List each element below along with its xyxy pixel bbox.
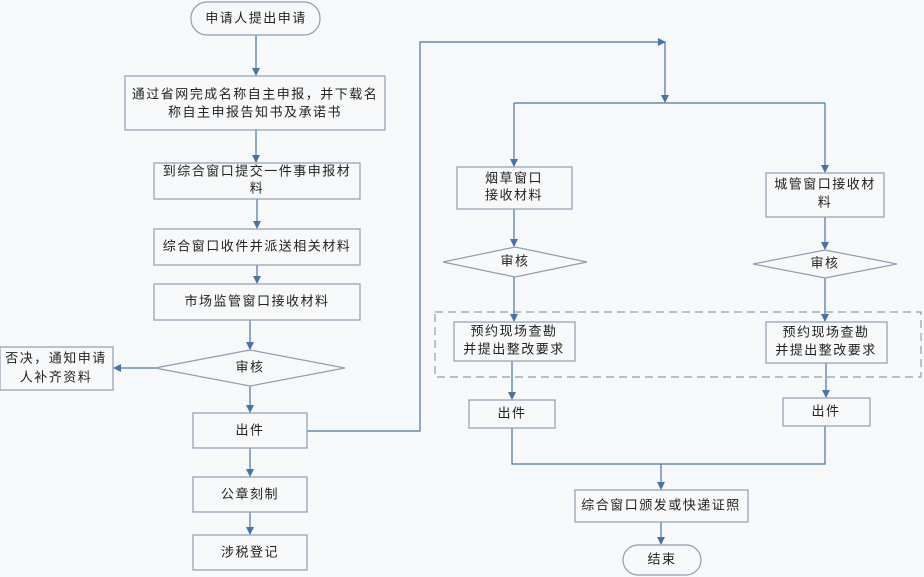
node-label: 综合窗口收件并派送相关材料 <box>163 239 352 255</box>
node-label-line: 人补齐资料 <box>20 370 93 386</box>
node-label: 涉税登记 <box>221 546 279 561</box>
node-label: 市场监管窗口接收材料 <box>184 294 329 310</box>
node-urban-window: 城管窗口接收材 料 <box>765 172 885 218</box>
node-label-line: 并提出整改要求 <box>775 343 877 359</box>
node-label-line: 城管窗口接收材 <box>774 177 876 193</box>
node-submit-materials: 到综合窗口提交一件事申报材 料 <box>153 162 361 200</box>
inspection-group-frame <box>434 311 922 378</box>
node-start-label: 申请人提出申请 <box>205 11 307 27</box>
node-label-line: 通过省网完成名称自主申报，并下载名 <box>132 87 379 103</box>
node-label-line: 预约现场查勘 <box>782 326 869 341</box>
node-issue-urban: 出件 <box>782 397 871 427</box>
node-label-line: 否决，通知申请 <box>5 351 107 367</box>
decision-label: 审核 <box>810 257 839 272</box>
decision-review-urban: 审核 <box>752 249 898 279</box>
node-receive-dispatch: 综合窗口收件并派送相关材料 <box>153 228 361 266</box>
decision-label: 审核 <box>500 255 529 270</box>
node-issue-tobacco: 出件 <box>468 399 556 429</box>
node-label: 出件 <box>811 405 840 420</box>
node-inspect-tobacco: 预约现场查勘 并提出整改要求 <box>453 321 576 362</box>
node-label-line: 称自主申报告知书及承诺书 <box>168 105 342 121</box>
node-tax: 涉税登记 <box>192 534 308 571</box>
node-deliver: 综合窗口颁发或快递证照 <box>574 489 749 523</box>
node-end: 结束 <box>622 544 702 576</box>
node-label: 出件 <box>497 407 526 422</box>
decision-label: 审核 <box>235 361 264 376</box>
node-reject: 否决，通知申请 人补齐资料 <box>0 346 114 391</box>
node-label-line: 料 <box>250 182 265 197</box>
node-label-line: 烟草窗口 <box>485 171 543 187</box>
node-inspect-urban: 预约现场查勘 并提出整改要求 <box>765 321 888 364</box>
node-label-line: 并提出整改要求 <box>463 342 565 358</box>
node-online-declaration: 通过省网完成名称自主申报，并下载名 称自主申报告知书及承诺书 <box>124 75 386 131</box>
node-label-line: 预约现场查勘 <box>470 325 557 340</box>
node-label-line: 接收材料 <box>485 188 543 204</box>
node-issue: 出件 <box>192 412 308 449</box>
connectors <box>113 35 830 545</box>
node-label-line: 到综合窗口提交一件事申报材 <box>163 164 352 180</box>
node-label: 综合窗口颁发或快递证照 <box>581 498 741 514</box>
node-tobacco-window: 烟草窗口 接收材料 <box>456 166 573 210</box>
node-label: 出件 <box>235 424 264 439</box>
decision-review-tobacco: 审核 <box>442 246 588 278</box>
node-label: 公章刻制 <box>221 487 279 503</box>
node-seal: 公章刻制 <box>192 476 308 513</box>
node-end-label: 结束 <box>647 553 676 568</box>
node-market-window: 市场监管窗口接收材料 <box>153 283 361 321</box>
node-start: 申请人提出申请 <box>190 1 321 36</box>
decision-review: 审核 <box>154 349 346 387</box>
node-label-line: 料 <box>818 196 833 211</box>
